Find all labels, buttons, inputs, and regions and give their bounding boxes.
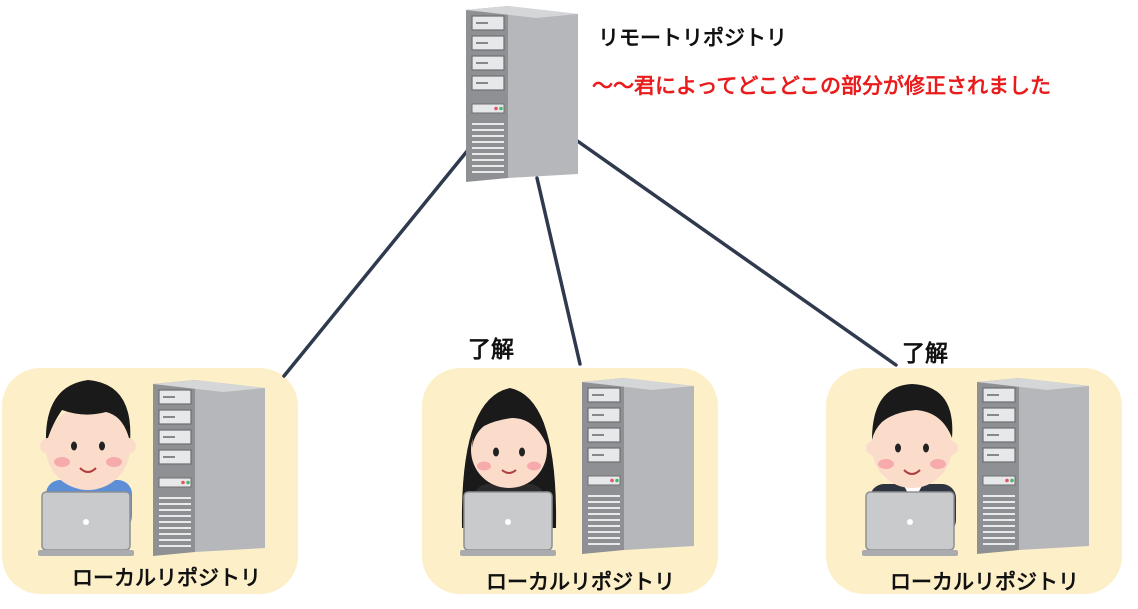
local-repo-label-1: ローカルリポジトリ <box>72 566 261 590</box>
local-repo-label-3: ローカルリポジトリ <box>890 570 1079 594</box>
laptop-icon <box>459 491 557 557</box>
connector-client-2 <box>535 176 582 366</box>
client-1-illustration <box>37 379 266 557</box>
laptop-icon <box>37 491 135 557</box>
remote-repo-title: リモートリポジトリ <box>598 26 787 50</box>
server-icon <box>152 379 266 557</box>
server-icon <box>581 377 695 555</box>
client-3-reply: 了解 <box>902 341 948 367</box>
client-2-illustration <box>459 377 695 557</box>
remote-notification-message: 〜〜君によってどこどこの部分が修正されました <box>592 74 1052 98</box>
connector-client-1 <box>282 148 470 378</box>
server-icon <box>976 377 1090 555</box>
local-repo-label-2: ローカルリポジトリ <box>486 570 675 594</box>
connectors <box>282 138 898 378</box>
remote-server-icon <box>465 5 579 183</box>
laptop-icon <box>861 491 959 557</box>
client-2-reply: 了解 <box>468 337 514 363</box>
connector-client-3 <box>574 138 898 367</box>
client-3-illustration <box>861 377 1090 557</box>
